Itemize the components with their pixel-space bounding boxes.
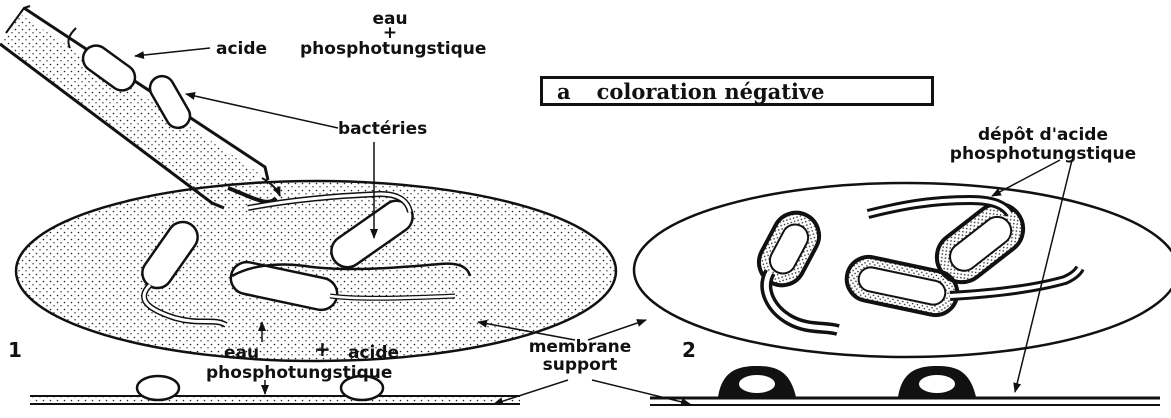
membrane-section-right — [650, 366, 1160, 405]
grid-oval-stained — [16, 181, 616, 361]
label-phosphotungstique-top: phosphotungstique — [300, 40, 486, 59]
title-text: coloration négative — [597, 79, 825, 104]
label-support: support — [510, 356, 650, 375]
label-depot-line2: phosphotungstique — [928, 145, 1158, 164]
panel-number-2: 2 — [682, 338, 696, 362]
label-plus-bottom: + — [314, 340, 331, 359]
label-bacteries: bactéries — [338, 120, 427, 139]
title-letter: a — [557, 79, 571, 104]
label-eau-bottom: eau — [224, 344, 259, 363]
label-phosphotungstique-bottom: phosphotungstique — [206, 364, 392, 383]
label-acide-bottom: acide — [348, 344, 399, 363]
figure-title: a coloration négative — [540, 76, 934, 106]
label-acide-top: acide — [216, 40, 267, 59]
pipette — [0, 6, 280, 208]
panel-number-1: 1 — [8, 338, 22, 362]
label-depot-line1: dépôt d'acide — [928, 126, 1158, 145]
